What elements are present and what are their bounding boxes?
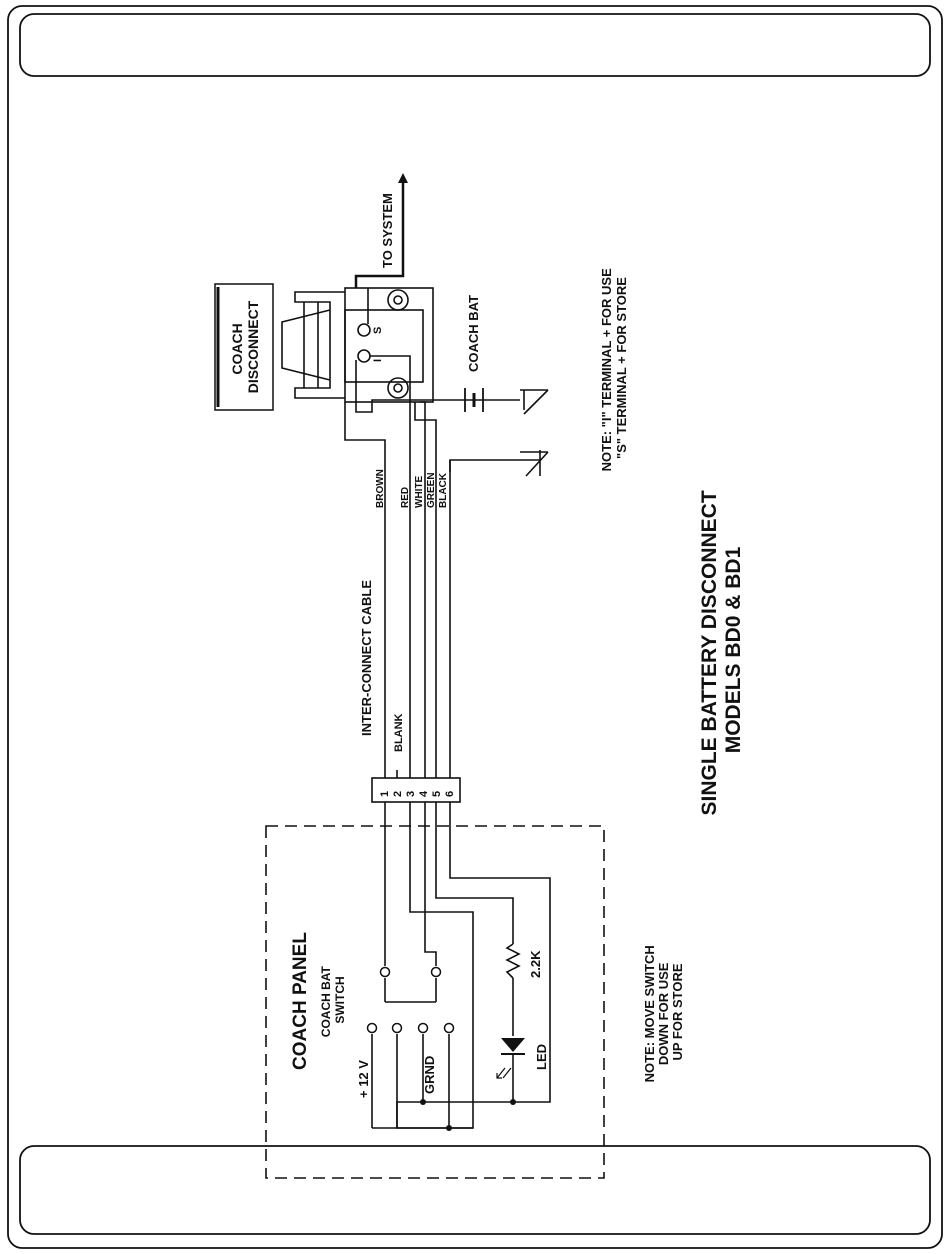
wire-red-label: RED bbox=[400, 487, 411, 508]
wire-white-label: WHITE bbox=[414, 475, 425, 508]
terminal-i-label: I bbox=[372, 359, 384, 362]
note-switch-3: UP FOR STORE bbox=[670, 963, 685, 1060]
ground-icon bbox=[520, 390, 548, 414]
note-terminal-2: "S" TERMINAL + FOR STORE bbox=[614, 277, 629, 459]
coach-bat-switch bbox=[368, 968, 454, 1033]
resistor-icon bbox=[507, 944, 519, 978]
pin-5: 5 bbox=[431, 791, 443, 797]
note-switch-2: DOWN FOR USE bbox=[656, 962, 671, 1065]
led-label: LED bbox=[534, 1044, 549, 1070]
pin-3: 3 bbox=[405, 791, 417, 797]
pin-4: 4 bbox=[418, 790, 430, 797]
coach-battery bbox=[356, 360, 520, 412]
connector-block bbox=[372, 778, 460, 802]
diagram-title-1: SINGLE BATTERY DISCONNECT bbox=[698, 490, 721, 815]
pin-6: 6 bbox=[444, 791, 456, 797]
top-title-block bbox=[20, 14, 930, 76]
note-terminal-1: NOTE: "I" TERMINAL + FOR USE bbox=[599, 268, 614, 471]
ground-icon bbox=[450, 450, 548, 476]
blank-label: BLANK bbox=[393, 713, 405, 752]
wire-black-label: BLACK bbox=[438, 472, 449, 508]
svg-text:SINGLE BATTERY DISCONNECT: SINGLE BATTERY DISCONNECT MODELS BD0 & B… bbox=[698, 485, 745, 816]
terminal-s-circle bbox=[358, 324, 370, 336]
coach-panel-wiring bbox=[372, 802, 550, 1128]
switch-label-1: COACH BAT bbox=[319, 965, 333, 1037]
grnd-label: GRND bbox=[422, 1056, 437, 1094]
svg-text:COACH BAT SWITCH: COACH BAT SWITCH bbox=[319, 963, 347, 1037]
svg-text:NOTE: "I" TERMINAL + FOR USE: NOTE: "I" TERMINAL + FOR USE "S" TERMINA… bbox=[599, 265, 629, 472]
cable-label: INTER-CONNECT CABLE bbox=[359, 580, 374, 736]
svg-text:NOTE: MOVE SWITCH DOWN FOR: NOTE: MOVE SWITCH DOWN FOR USE UP FOR ST… bbox=[642, 942, 685, 1083]
pin-1: 1 bbox=[379, 791, 391, 797]
coach-disconnect-label-2: DISCONNECT bbox=[245, 300, 261, 393]
pin-2: 2 bbox=[392, 791, 404, 797]
diagram-title-2: MODELS BD0 & BD1 bbox=[722, 546, 745, 753]
coach-disconnect-label-1: COACH bbox=[229, 323, 245, 374]
terminal-i-circle bbox=[358, 350, 370, 362]
resistor-label: 2.2K bbox=[528, 950, 543, 978]
coach-panel-title: COACH PANEL bbox=[290, 932, 311, 1070]
wire-green-label: GREEN bbox=[426, 472, 437, 508]
outer-border bbox=[8, 6, 942, 1248]
bottom-title-block bbox=[20, 1146, 930, 1234]
switch-label-2: SWITCH bbox=[333, 976, 347, 1023]
led-icon bbox=[497, 1038, 525, 1078]
wire-brown-label: BROWN bbox=[375, 469, 386, 508]
plus12v-label: + 12 V bbox=[356, 1060, 371, 1098]
coach-bat-label: COACH BAT bbox=[466, 295, 481, 372]
to-system-label: TO SYSTEM bbox=[380, 193, 395, 268]
note-switch-1: NOTE: MOVE SWITCH bbox=[642, 945, 657, 1082]
terminal-s-label: S bbox=[372, 327, 384, 334]
svg-text:COACH DISCONNECT: COACH DISCONNECT bbox=[229, 300, 261, 393]
